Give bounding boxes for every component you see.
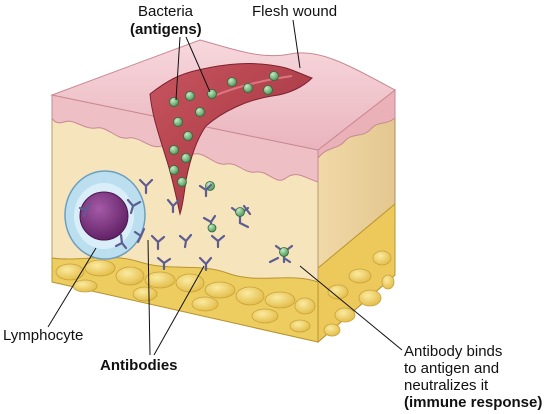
flesh-wound-leader xyxy=(292,19,301,69)
antibody xyxy=(166,198,181,214)
binds-label-line1: Antibody binds xyxy=(404,343,503,360)
bacterium xyxy=(169,145,179,155)
antibody xyxy=(210,234,226,249)
right-face-fat-cells xyxy=(323,250,395,337)
antibody xyxy=(133,227,146,244)
binds-leader xyxy=(299,265,403,351)
bacterium xyxy=(169,97,179,107)
bacteria-leader-2 xyxy=(185,36,211,93)
flesh-wound-label: Flesh wound xyxy=(252,3,338,20)
callout-lines xyxy=(47,19,403,356)
flesh-wound xyxy=(149,63,313,216)
bacterium xyxy=(173,117,183,127)
antibodies-leader-2 xyxy=(153,265,205,356)
lymphocyte-cell xyxy=(64,170,146,260)
bound-bacterium xyxy=(235,207,245,217)
bacteria-label: Bacteria xyxy=(138,3,194,20)
antibody xyxy=(114,233,128,250)
bacteria-leader-1 xyxy=(175,36,181,101)
bacterium xyxy=(181,153,191,163)
lymphocyte-label: Lymphocyte xyxy=(3,327,84,344)
antibodies-leader-1 xyxy=(147,239,151,356)
antibody xyxy=(150,234,166,251)
antibody xyxy=(138,178,154,195)
bacterium xyxy=(227,77,237,87)
bound-bacterium xyxy=(279,247,289,257)
antibody xyxy=(198,183,213,198)
bound-bacterium xyxy=(207,223,217,233)
bacterium xyxy=(169,165,179,175)
antibodies-label: Antibodies xyxy=(100,357,178,374)
wound-highlight xyxy=(213,75,293,97)
right-face-epidermis xyxy=(317,88,396,160)
bacterium xyxy=(183,131,193,141)
antigens-label: (antigens) xyxy=(130,21,202,38)
front-fat-cells xyxy=(55,259,316,333)
antibody xyxy=(268,256,292,264)
antibody xyxy=(126,198,142,215)
antibody xyxy=(156,256,172,271)
bacterium xyxy=(269,71,279,81)
antibody xyxy=(178,233,193,249)
binds-label-line2: to antigen and xyxy=(404,360,500,377)
binds-label-line4: (immune response) xyxy=(404,394,543,411)
bacterium xyxy=(243,83,253,93)
bacterium xyxy=(185,91,195,101)
binds-label-line3: neutralizes it xyxy=(404,377,489,394)
antibody xyxy=(78,202,92,218)
bacterium xyxy=(177,177,187,187)
lymphocyte-leader xyxy=(47,247,97,328)
lymphocyte-nucleus xyxy=(79,191,129,241)
bacterium xyxy=(207,89,217,99)
antibody xyxy=(238,204,252,229)
antibody xyxy=(198,256,213,272)
antigen-bound-bacteria xyxy=(207,207,289,257)
bacterium xyxy=(195,107,205,117)
bacterium xyxy=(263,85,273,95)
